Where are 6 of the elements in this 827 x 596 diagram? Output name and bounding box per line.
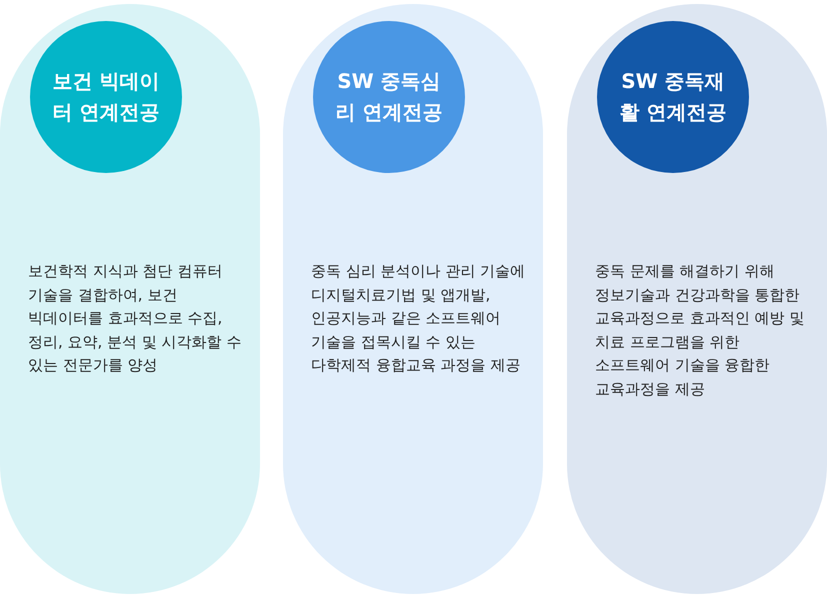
description-text: 중독 심리 분석이나 관리 기술에 디지털치료기법 및 앱개발, 인공지능과 같은 소프트웨어 기술을 접목시킬 수 있는 다학제적 융합교육 과정을 제공 bbox=[311, 261, 526, 376]
circle-title: SW 중독재활 연계전공 bbox=[618, 68, 728, 126]
circle-title: SW 중독심리 연계전공 bbox=[334, 68, 444, 126]
circle-title: 보건 빅데이터 연계전공 bbox=[52, 68, 160, 126]
description-text: 중독 문제를 해결하기 위해 정보기술과 건강과학을 통합한 교육과정으로 효과적인 예방 및 치료 프로그램을 위한 소프트웨어 기술을 융합한 교육과정을 제공 bbox=[595, 261, 806, 400]
description-text: 보건학적 지식과 첨단 컴퓨터 기술을 결합하여, 보건 빅데이터를 효과적으로 수집, 정리, 요약, 분석 및 시각화할 수 있는 전문가를 양성 bbox=[28, 261, 242, 376]
